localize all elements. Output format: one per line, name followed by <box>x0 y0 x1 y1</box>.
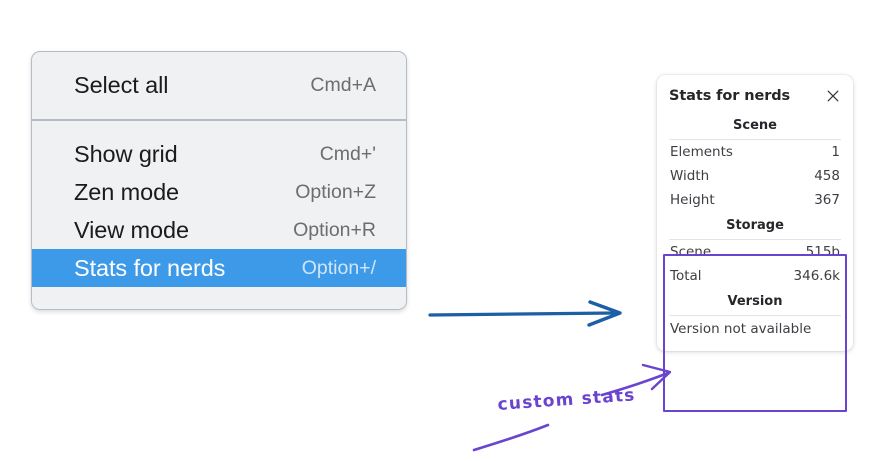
menu-item-zen-mode[interactable]: Zen mode Option+Z <box>32 173 406 211</box>
stat-row-storage-total: Total 346.6k <box>667 264 843 288</box>
divider <box>669 139 841 140</box>
menu-footer-spacer <box>32 287 406 309</box>
custom-stats-annotation-label: custom stats <box>497 385 637 415</box>
stats-section-version: Version Version not available <box>667 288 843 339</box>
stat-value: 367 <box>814 192 840 208</box>
context-menu[interactable]: Select all Cmd+A Show grid Cmd+' Zen mod… <box>31 51 407 310</box>
menu-item-label: Zen mode <box>74 178 180 205</box>
stat-key: Scene <box>670 244 712 260</box>
menu-item-view-mode[interactable]: View mode Option+R <box>32 211 406 249</box>
stat-key: Elements <box>670 144 733 160</box>
section-header-storage: Storage <box>726 218 784 233</box>
menu-item-label: Select all <box>74 71 169 98</box>
stat-row-width: Width 458 <box>667 164 843 188</box>
menu-item-show-grid[interactable]: Show grid Cmd+' <box>32 135 406 173</box>
menu-group-2: Show grid Cmd+' Zen mode Option+Z View m… <box>32 121 406 287</box>
menu-item-stats-for-nerds[interactable]: Stats for nerds Option+/ <box>32 249 406 287</box>
menu-item-shortcut: Option+R <box>293 218 376 241</box>
stat-value: 346.6k <box>793 268 840 284</box>
stats-panel-title: Stats for nerds <box>669 88 791 104</box>
stat-row-height: Height 367 <box>667 188 843 212</box>
menu-item-select-all[interactable]: Select all Cmd+A <box>32 66 406 104</box>
version-not-available-text: Version not available <box>670 321 812 337</box>
stat-key: Total <box>670 268 702 284</box>
section-header-scene: Scene <box>733 118 777 133</box>
stat-key: Height <box>670 192 715 208</box>
stat-value: 458 <box>814 168 840 184</box>
menu-item-shortcut: Option+/ <box>301 256 376 279</box>
menu-item-shortcut: Cmd+A <box>310 73 376 96</box>
stats-panel-header: Stats for nerds <box>667 85 843 112</box>
menu-item-label: View mode <box>74 216 189 243</box>
stat-value: 515b <box>805 244 840 260</box>
purple-underline-stroke <box>472 423 550 452</box>
stat-value: 1 <box>831 144 840 160</box>
stat-key: Width <box>670 168 710 184</box>
stat-row-elements: Elements 1 <box>667 140 843 164</box>
divider <box>669 239 841 240</box>
stats-section-scene: Scene Elements 1 Width 458 Height 367 <box>667 112 843 212</box>
divider <box>669 315 841 316</box>
blue-arrow <box>428 300 622 327</box>
section-header-version: Version <box>727 294 783 309</box>
stats-section-storage: Storage Scene 515b Total 346.6k <box>667 212 843 288</box>
close-icon[interactable] <box>825 88 841 104</box>
menu-item-label: Stats for nerds <box>74 254 226 281</box>
menu-item-label: Show grid <box>74 140 178 167</box>
menu-item-shortcut: Cmd+' <box>319 142 376 165</box>
stat-row-storage-scene: Scene 515b <box>667 240 843 264</box>
stats-for-nerds-panel[interactable]: Stats for nerds Scene Elements 1 Width 4… <box>657 75 853 351</box>
menu-item-shortcut: Option+Z <box>295 180 376 203</box>
menu-group-1: Select all Cmd+A <box>32 52 406 121</box>
